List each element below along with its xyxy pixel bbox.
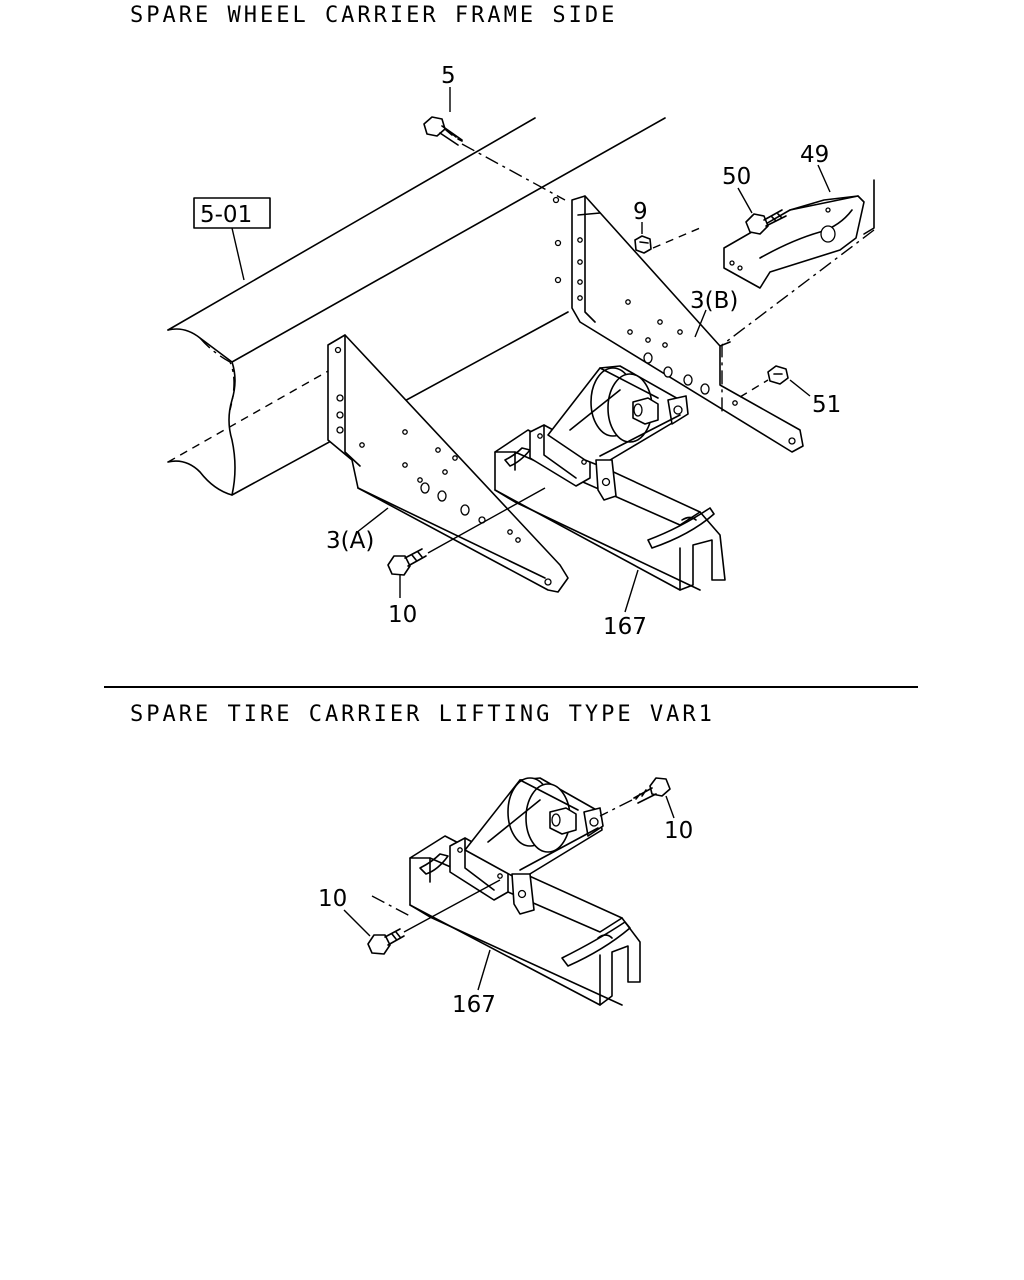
callout-167-lifting-leader (477, 949, 491, 991)
bracket-3a (327, 334, 569, 593)
carrier-167-lifting (409, 777, 641, 1006)
bolt-10-left-centerline (403, 879, 501, 933)
section-1-title: SPARE WHEEL CARRIER FRAME SIDE (130, 3, 617, 28)
callout-3a-leader (355, 507, 389, 534)
bolt-10-right-icon (633, 777, 671, 804)
callout-10: 10 (388, 602, 417, 628)
callout-9: 9 (633, 199, 648, 225)
callout-3b-leader (694, 309, 707, 338)
reference-box-5-01[interactable]: 5-01 (193, 197, 271, 229)
callout-51-leader (789, 379, 811, 397)
bolt-10-right-centerline (599, 799, 633, 817)
callout-49-leader (817, 164, 831, 193)
carrier-167 (494, 365, 726, 591)
callout-167-lifting: 167 (452, 992, 496, 1018)
callout-51: 51 (812, 392, 841, 418)
section-2-title: SPARE TIRE CARRIER LIFTING TYPE VAR1 (130, 702, 715, 727)
callout-10-left-leader (343, 909, 371, 937)
frame-rail (167, 117, 666, 496)
callout-3a: 3(A) (326, 528, 374, 554)
callout-5: 5 (441, 63, 456, 89)
bolt-5-centerline (461, 143, 566, 201)
callout-10-left: 10 (318, 886, 347, 912)
callout-3b: 3(B) (690, 288, 738, 314)
ref-box-leader (231, 227, 245, 281)
callout-50-leader (737, 187, 753, 214)
bracket-49-centerline (721, 229, 875, 415)
callout-167: 167 (603, 614, 647, 640)
bolt-10-centerline (427, 487, 546, 554)
bolt-5-icon (423, 116, 463, 146)
bolt-50-icon (745, 209, 787, 235)
nut-9-hidden-line (652, 227, 701, 249)
bolt-10-left-icon (367, 928, 405, 955)
bracket-3b (552, 195, 804, 453)
callout-50: 50 (722, 164, 751, 190)
callout-10-right-leader (665, 795, 675, 819)
callout-49: 49 (800, 142, 829, 168)
nut-51-hidden-line (739, 379, 769, 398)
nut-51-icon (767, 365, 789, 385)
bolt-10-icon (387, 548, 427, 576)
bracket-49 (723, 179, 875, 289)
ref-box-label: 5-01 (200, 202, 252, 228)
callout-10-right: 10 (664, 818, 693, 844)
nut-9-icon (634, 235, 652, 254)
bolt-10-left-phantom (371, 895, 411, 917)
callout-167-leader (624, 569, 639, 613)
